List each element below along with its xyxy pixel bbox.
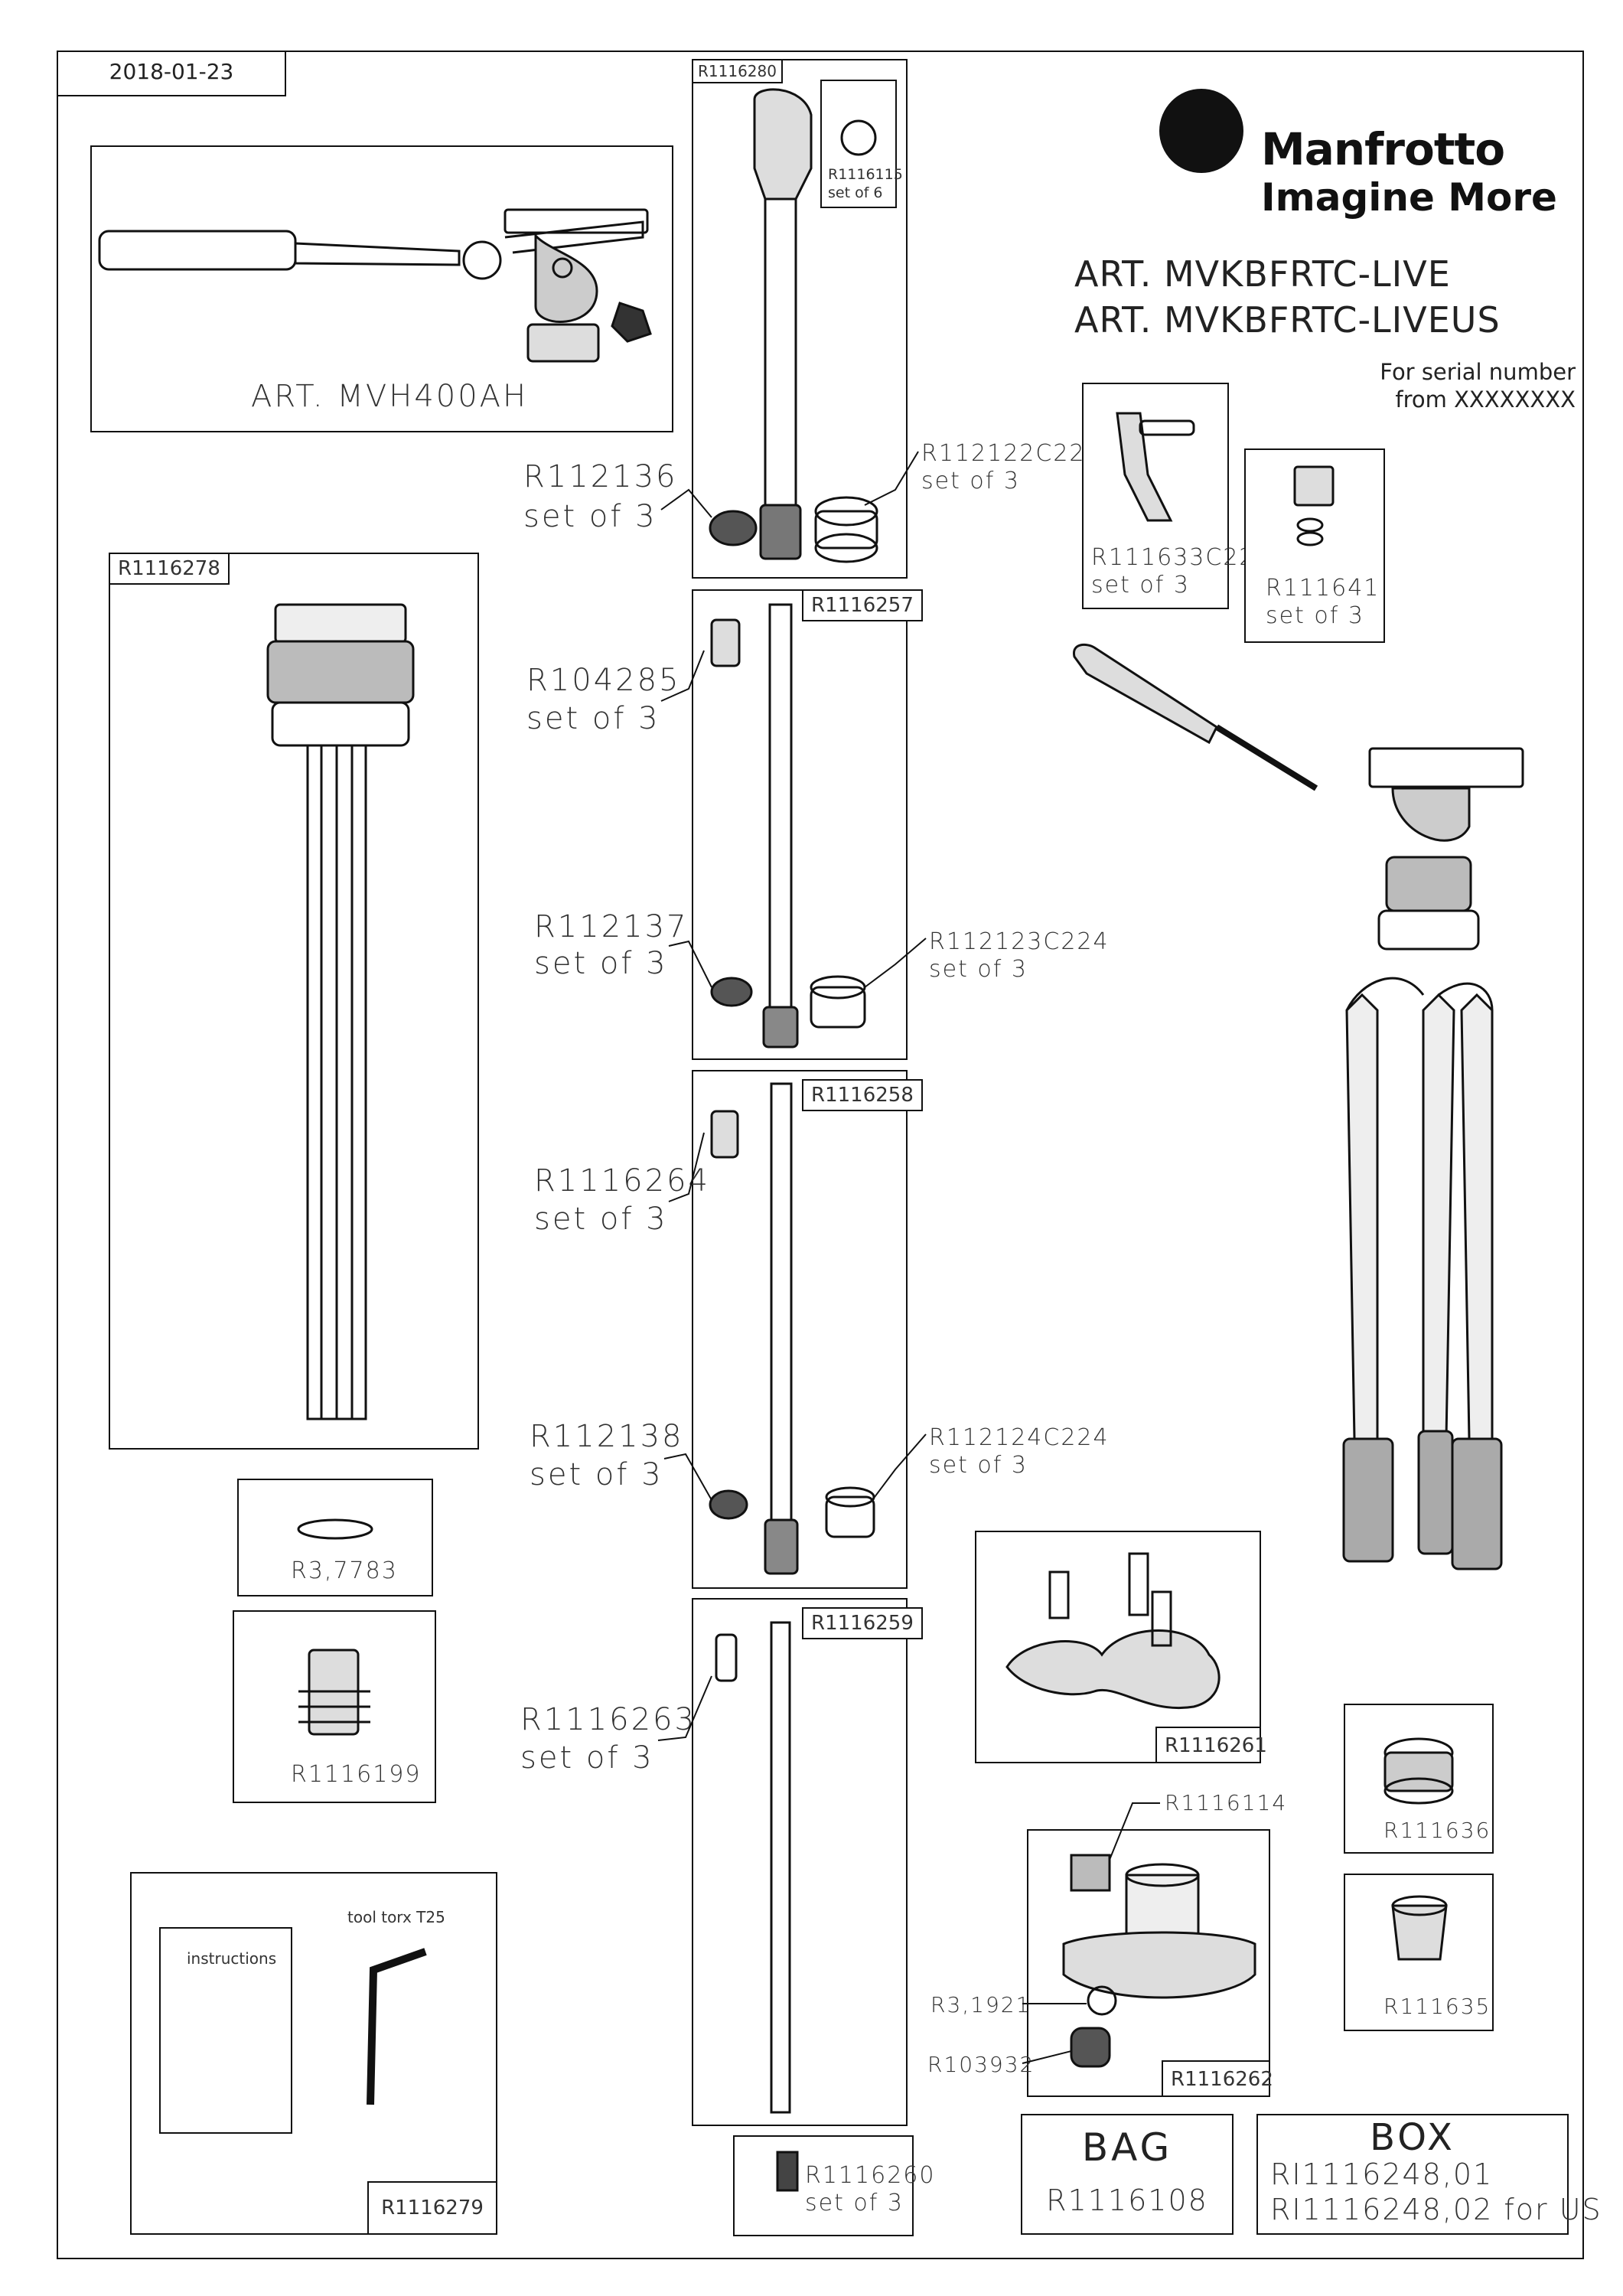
- leg-section-1-code: R1116280: [692, 59, 783, 83]
- part-r112123c224-qty: set of 3: [929, 956, 1028, 983]
- part-r1116263-code: R1116263: [520, 1702, 696, 1737]
- part-r112124c224-qty: set of 3: [929, 1452, 1028, 1479]
- part-r112122c224-qty: set of 3: [921, 468, 1020, 494]
- ring-set-qty: set of 6: [828, 184, 883, 201]
- part-r1116264-code: R1116264: [534, 1163, 710, 1199]
- date-label: 2018-01-23: [109, 59, 234, 84]
- part-r1116199-code: R1116199: [291, 1761, 422, 1788]
- part-r111636-code: R111636: [1383, 1818, 1491, 1843]
- part-r111633c229-code: R111633C229: [1091, 544, 1272, 571]
- part-r1116264-qty: set of 3: [534, 1202, 668, 1237]
- spider-code: R1116261: [1155, 1727, 1267, 1763]
- box-line-2: RI1116248,02 for US: [1270, 2193, 1602, 2226]
- part-r111641-code: R111641: [1266, 575, 1380, 602]
- part-r112137-qty: set of 3: [534, 946, 668, 981]
- center-column-box: [109, 553, 479, 1450]
- bag-box: [1021, 2114, 1234, 2235]
- bag-code: R1116108: [1046, 2183, 1208, 2217]
- manfrotto-logo-icon: [1159, 89, 1243, 173]
- part-r112124c224-code: R112124C224: [929, 1424, 1110, 1451]
- box-box: [1256, 2114, 1569, 2235]
- spider-assembly-code: R1116262: [1162, 2060, 1273, 2097]
- center-column-code: R1116278: [109, 553, 230, 585]
- serial-line-1: For serial number: [1380, 359, 1576, 385]
- part-r104285-code: R104285: [526, 663, 681, 698]
- part-r112136-code: R112136: [523, 459, 678, 494]
- part-r3-7783-code: R3,7783: [291, 1557, 398, 1584]
- kit-code: R1116279: [367, 2181, 497, 2235]
- brand-tagline: Imagine More: [1261, 175, 1557, 220]
- part-r1116260-qty: set of 3: [805, 2190, 904, 2216]
- part-r111633c229-qty: set of 3: [1091, 572, 1190, 598]
- leg-section-4-box: [692, 1598, 908, 2126]
- serial-line-2: from XXXXXXXX: [1395, 386, 1576, 413]
- spike-foot-box: [733, 2135, 914, 2236]
- part-r103932-code: R103932: [927, 2052, 1035, 2077]
- part-r1116260-code: R1116260: [805, 2162, 936, 2189]
- part-r1116263-qty: set of 3: [520, 1740, 654, 1776]
- box-title: BOX: [1370, 2116, 1455, 2159]
- leg-section-2-box: [692, 589, 908, 1060]
- part-r112122c224-code: R112122C224: [921, 440, 1102, 467]
- leg-section-3-code: R1116258: [802, 1079, 923, 1111]
- part-r112123c224-code: R112123C224: [929, 928, 1110, 955]
- article-line-1: ART. MVKBFRTC-LIVE: [1074, 253, 1451, 295]
- part-r112138-code: R112138: [530, 1419, 684, 1454]
- part-r111635-code: R111635: [1383, 1994, 1491, 2019]
- instructions-booklet: [159, 1927, 292, 2134]
- head-handle-brand: Manfrotto: [153, 244, 231, 260]
- instructions-label: instructions: [187, 1949, 277, 1968]
- article-line-2: ART. MVKBFRTC-LIVEUS: [1074, 299, 1501, 341]
- leg-section-2-code: R1116257: [802, 589, 923, 621]
- part-r112138-qty: set of 3: [530, 1457, 663, 1492]
- spider-assembly-box: [1027, 1829, 1270, 2097]
- part-r112137-code: R112137: [534, 909, 689, 944]
- leg-section-3-box: [692, 1070, 908, 1589]
- bag-title: BAG: [1081, 2125, 1173, 2170]
- date-box: [57, 51, 286, 96]
- ring-set-code: R1116115: [828, 166, 903, 183]
- torx-tool-label: tool torx T25: [347, 1908, 445, 1926]
- brand-name: Manfrotto: [1261, 123, 1505, 175]
- part-r111641-qty: set of 3: [1266, 602, 1364, 629]
- part-r104285-qty: set of 3: [526, 701, 660, 736]
- head-box-title: ART. MVH400AH: [251, 379, 529, 414]
- box-line-1: RI1116248,01: [1270, 2157, 1494, 2191]
- part-r1116114-code: R1116114: [1165, 1790, 1288, 1815]
- leg-section-4-code: R1116259: [802, 1607, 923, 1639]
- part-r3-1921-code: R3,1921: [930, 1992, 1031, 2017]
- part-r112136-qty: set of 3: [523, 499, 657, 534]
